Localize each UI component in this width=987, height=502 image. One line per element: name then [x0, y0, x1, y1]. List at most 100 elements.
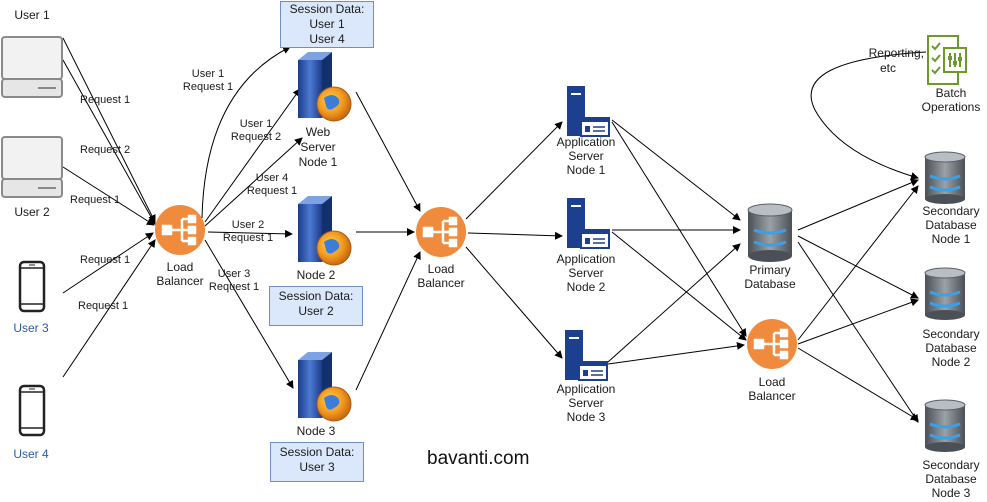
batch-line: Operations [921, 100, 981, 114]
batch-line: Batch [935, 86, 967, 100]
edge-label-line: Request 1 [222, 232, 274, 244]
node-label-line: Server [568, 266, 604, 280]
lb1-edges [201, 46, 303, 389]
load-balancer-2-label: Load Balancer [409, 262, 473, 290]
load-balancer-3-label: Load Balancer [740, 375, 804, 403]
phone-icon [18, 384, 46, 437]
node-label-line: Web [305, 125, 331, 139]
session-data-box-2: Session Data: User 2 [269, 286, 363, 326]
app-server-icon [567, 198, 610, 249]
db-edges [797, 179, 919, 423]
lb-label-line: Balancer [417, 276, 465, 290]
app-server-icon [567, 86, 610, 137]
edge-label: User 3 Request 1 [206, 268, 262, 294]
db-label-line: Node 3 [931, 486, 971, 500]
load-balancer-icon [155, 205, 205, 255]
edge-label-line: User 1 [191, 68, 225, 80]
edge-label-line: Request 2 [230, 131, 282, 143]
load-balancer-1-label: Load Balancer [148, 260, 212, 288]
user-4-label: User 4 [13, 447, 49, 461]
db-label-line: Secondary [922, 458, 980, 472]
phone-icon [18, 260, 46, 313]
session-line: User 1 [309, 17, 345, 31]
request-label: Request 2 [80, 144, 131, 156]
primary-database-label: Primary Database [734, 263, 806, 291]
load-balancer-icon [416, 207, 466, 257]
reporting-line: Reporting, [868, 46, 924, 60]
request-label: Request 1 [70, 194, 121, 206]
node-label-line: Server [300, 140, 336, 154]
lb-label-line: Load [758, 375, 786, 389]
db-label-line: Database [925, 218, 977, 232]
lb-label-line: Balancer [156, 274, 204, 288]
batch-curve [810, 51, 927, 180]
lb-label-line: Load [166, 260, 194, 274]
db-label-line: Database [744, 277, 796, 291]
web-server-node-3-label: Node 3 [296, 424, 336, 438]
computer-icon [1, 136, 63, 198]
user-3-label: User 3 [13, 321, 49, 335]
node-label-line: Node 2 [566, 280, 606, 294]
lb-label-line: Load [427, 262, 455, 276]
request-label: Request 1 [80, 254, 131, 266]
web-edges [355, 91, 421, 391]
db-label-line: Node 1 [931, 232, 971, 246]
session-data-box-1: Session Data: User 1 User 4 [280, 1, 374, 48]
edge-label: User 1 Request 1 [180, 68, 236, 94]
secondary-db-node-2-label: Secondary Database Node 2 [915, 327, 987, 369]
database-icon [924, 399, 966, 452]
db-label-line: Database [925, 472, 977, 486]
request-label: Request 1 [78, 300, 129, 312]
edge-label: User 2 Request 1 [220, 219, 276, 245]
db-label-line: Secondary [922, 327, 980, 341]
web-server-icon [298, 52, 352, 122]
app-server-icon [565, 330, 608, 381]
node-label-line: Server [568, 396, 604, 410]
node-label-line: Node 3 [566, 410, 606, 424]
edge-label: User 1 Request 2 [228, 118, 284, 144]
edge-label-line: User 3 [217, 268, 251, 280]
node-label-line: Server [568, 149, 604, 163]
database-icon [924, 151, 966, 204]
load-balancer-icon [747, 319, 797, 369]
user-1-label: User 1 [14, 8, 50, 22]
secondary-db-node-3-label: Secondary Database Node 3 [915, 458, 987, 500]
watermark: bavanti.com [427, 448, 530, 469]
node-label-line: Application [556, 382, 616, 396]
edge-label-line: User 2 [231, 219, 265, 231]
session-title: Session Data: [278, 289, 354, 303]
edge-label-line: Request 1 [208, 281, 260, 293]
web-server-node-1-label: Web Server Node 1 [290, 125, 346, 170]
computer-icon [1, 36, 63, 98]
node-label-line: Application [556, 135, 616, 149]
node-label-line: Node 1 [298, 155, 338, 169]
request-label: Request 1 [80, 94, 131, 106]
session-title: Session Data: [289, 2, 365, 16]
lb-label-line: Balancer [748, 389, 796, 403]
app-edges [607, 119, 747, 365]
edge-label-line: User 1 [239, 118, 273, 130]
node-label-line: Application [556, 252, 616, 266]
app-server-node-1-label: Application Server Node 1 [550, 135, 622, 177]
session-line: User 2 [298, 304, 334, 318]
db-label-line: Node 2 [931, 355, 971, 369]
edge-label-line: Request 1 [246, 185, 298, 197]
edge-label: User 4 Request 1 [244, 172, 300, 198]
batch-operations-icon [927, 35, 967, 85]
session-line: User 3 [299, 460, 335, 474]
app-server-node-2-label: Application Server Node 2 [550, 252, 622, 294]
web-server-icon [298, 352, 352, 422]
edge-label-line: User 4 [255, 172, 289, 184]
node-label-line: Node 1 [566, 163, 606, 177]
session-data-box-3: Session Data: User 3 [270, 442, 364, 482]
secondary-db-node-1-label: Secondary Database Node 1 [915, 204, 987, 246]
primary-database-icon [747, 203, 793, 262]
session-title: Session Data: [279, 445, 355, 459]
user-2-label: User 2 [14, 205, 50, 219]
edge-label-line: Request 1 [182, 81, 234, 93]
db-label-line: Database [925, 341, 977, 355]
session-line: User 4 [309, 32, 345, 46]
batch-operations-label: Batch Operations [915, 86, 987, 114]
web-server-node-2-label: Node 2 [296, 268, 336, 282]
